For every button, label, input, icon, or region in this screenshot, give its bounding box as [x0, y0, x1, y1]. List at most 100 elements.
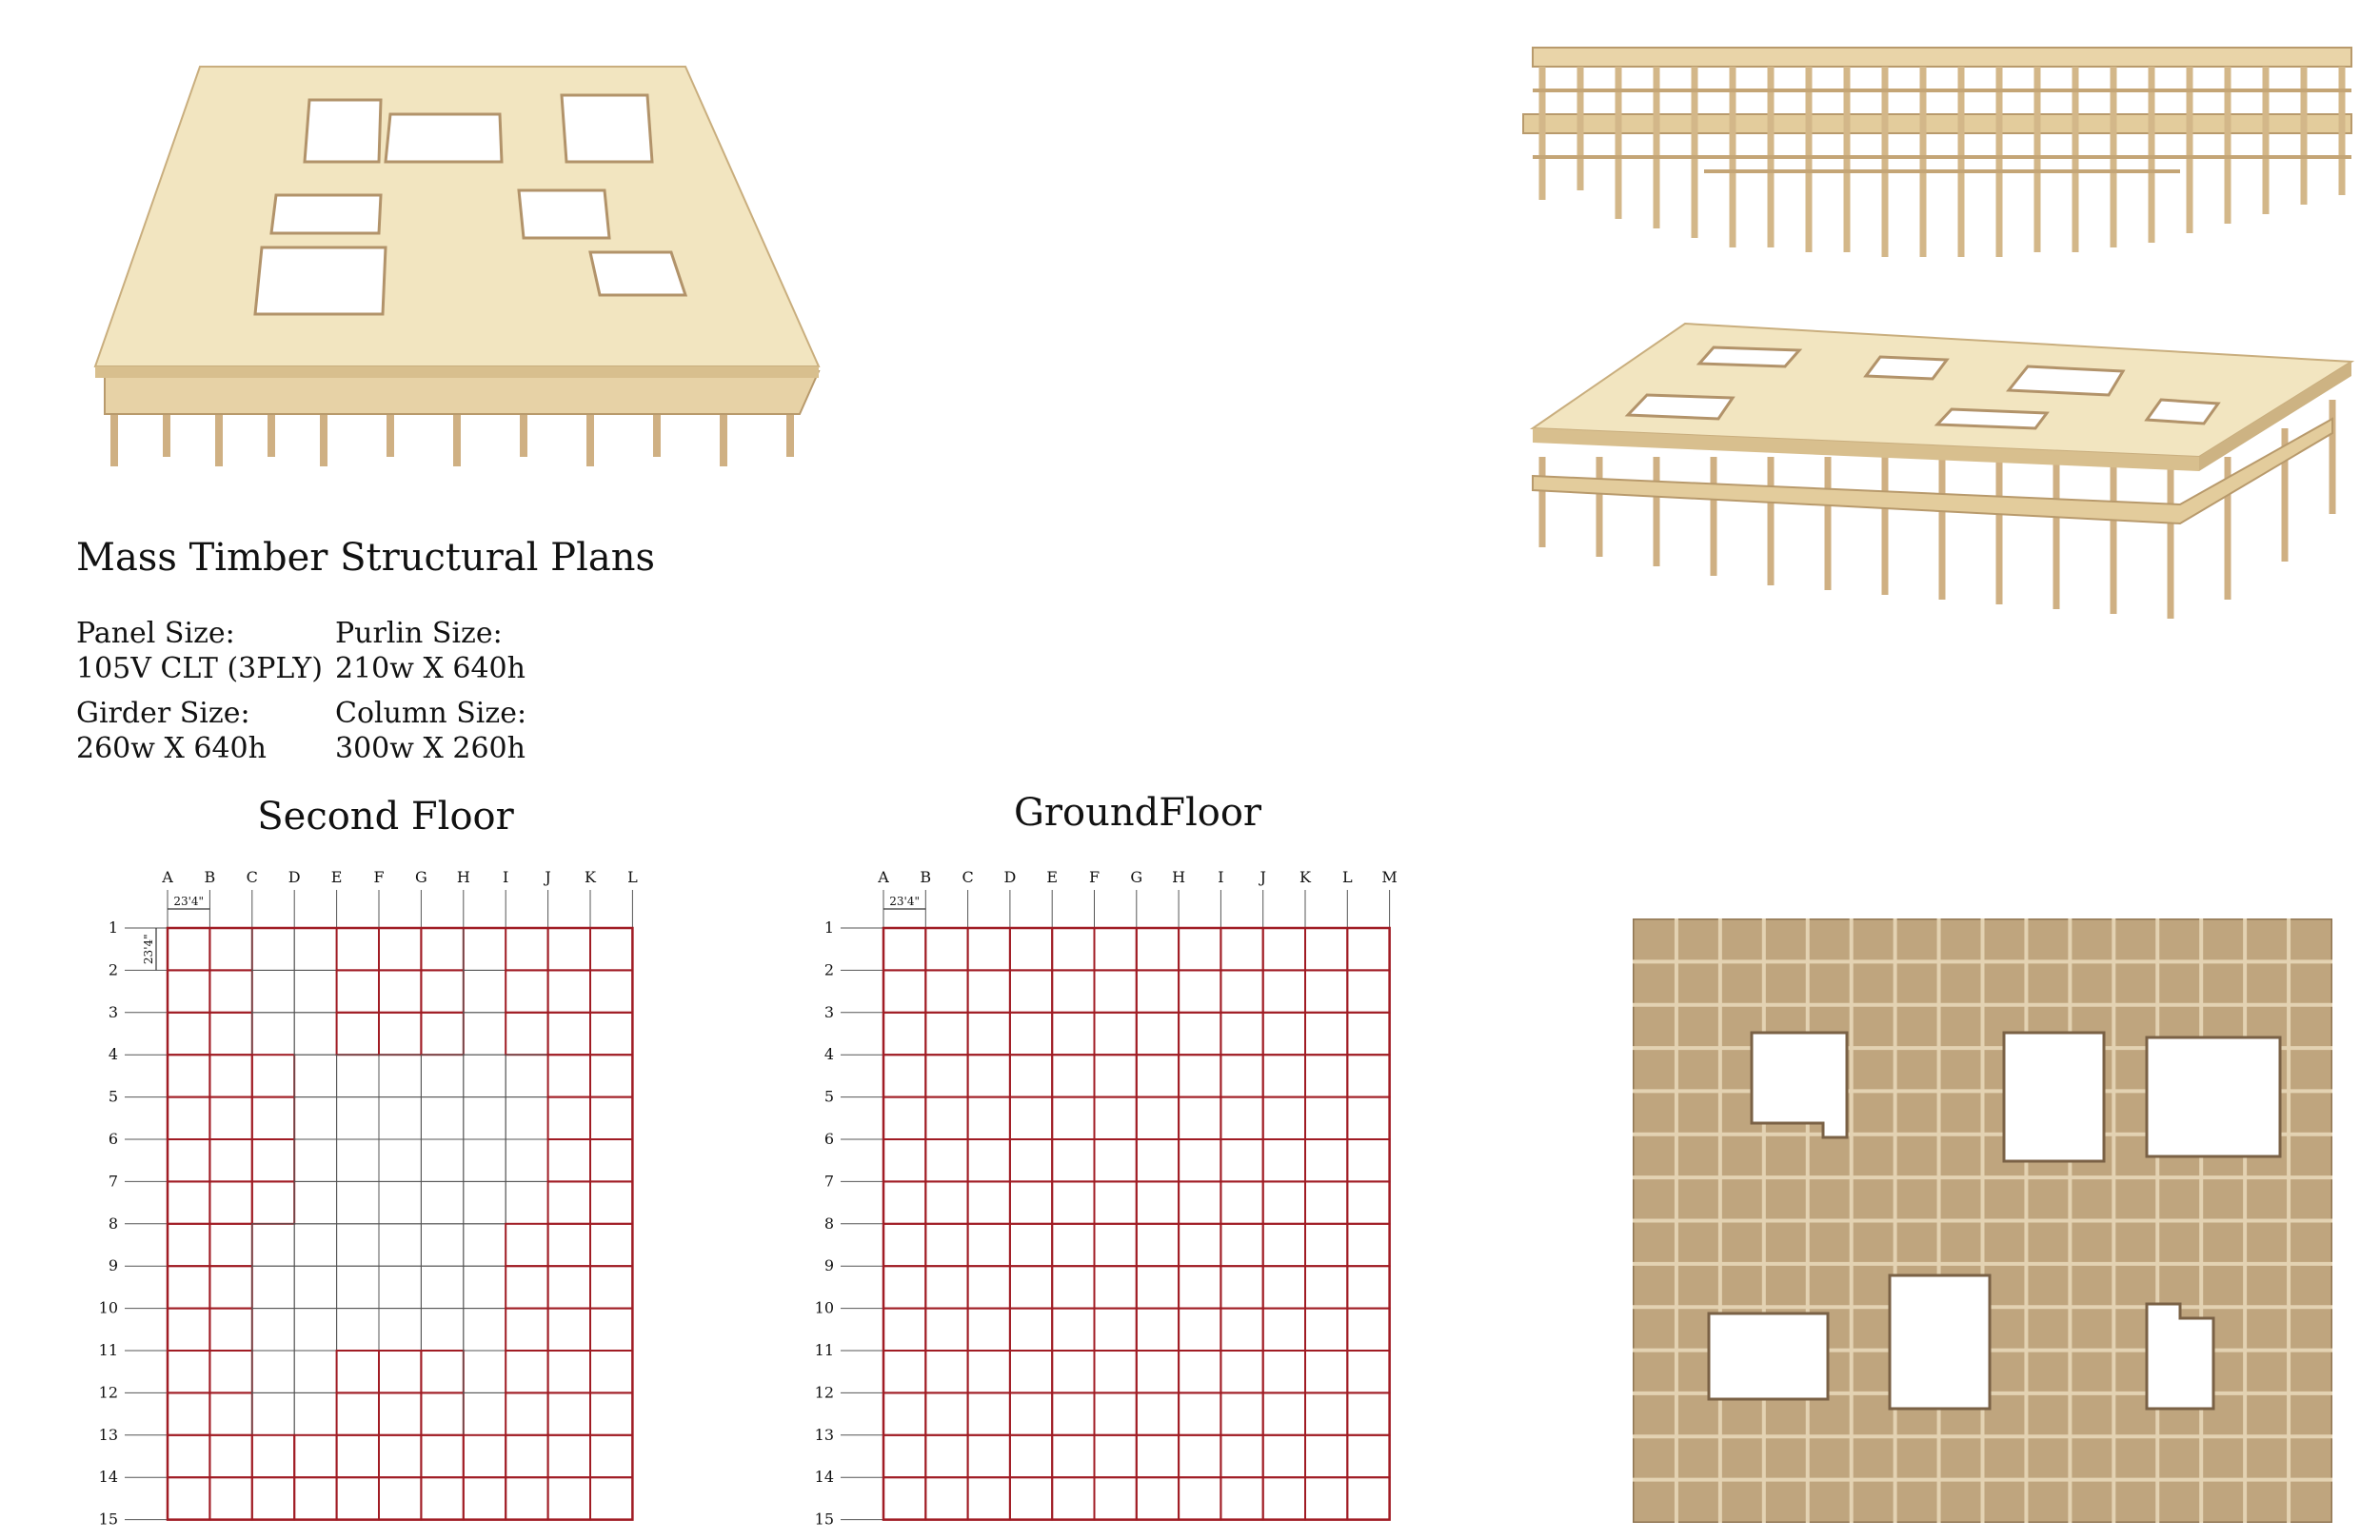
ground-floor-structural-bay — [1135, 1307, 1180, 1352]
second-floor-void-cell — [336, 1138, 380, 1182]
ground-floor-row-label: 3 — [824, 1003, 834, 1021]
ground-floor-structural-bay — [1051, 927, 1096, 972]
ground-floor-structural-bay — [1008, 1096, 1054, 1140]
ground-floor-structural-bay — [966, 1138, 1011, 1183]
second-floor-structural-bay — [293, 1476, 338, 1521]
second-floor-void-cell — [336, 1096, 380, 1140]
ground-floor-structural-bay — [924, 1433, 969, 1479]
second-floor-column-label: F — [373, 868, 384, 886]
ground-floor-row-label: 15 — [815, 1510, 834, 1529]
ground-floor-structural-bay — [1261, 1054, 1306, 1098]
second-floor-structural-bay — [546, 1138, 591, 1183]
second-floor-void-cell — [463, 1223, 506, 1267]
second-floor-structural-bay — [378, 969, 423, 1014]
ground-floor-structural-bay — [1346, 927, 1391, 972]
second-floor-structural-bay — [589, 1138, 634, 1183]
second-floor-structural-bay — [505, 1433, 549, 1479]
second-floor-row-label: 1 — [109, 918, 118, 937]
ground-floor-structural-bay — [1178, 1265, 1222, 1310]
ground-floor-structural-bay — [966, 1096, 1011, 1140]
ground-floor-structural-bay — [1346, 1222, 1391, 1268]
ground-floor-structural-bay — [1008, 927, 1054, 972]
ground-floor-structural-bay — [1220, 1096, 1264, 1140]
ground-floor-structural-bay — [883, 1222, 927, 1268]
second-floor-row-label: 10 — [99, 1299, 118, 1317]
ground-floor-structural-bay — [1304, 1392, 1349, 1436]
second-floor-structural-bay — [546, 1011, 591, 1056]
second-floor-row-label: 2 — [109, 960, 118, 978]
ground-floor-structural-bay — [1346, 1350, 1391, 1394]
ground-floor-structural-bay — [1178, 969, 1222, 1014]
ground-floor-structural-bay — [1135, 1433, 1180, 1479]
second-floor-structural-bay — [167, 1476, 211, 1521]
second-floor-structural-bay — [335, 1433, 381, 1479]
ground-floor-structural-bay — [1261, 1476, 1306, 1521]
second-floor-structural-bay — [167, 1433, 211, 1479]
ground-floor-structural-bay — [1051, 1350, 1096, 1394]
ground-floor-structural-bay — [1008, 969, 1054, 1014]
second-floor-structural-bay — [378, 1433, 423, 1479]
second-floor-structural-bay — [208, 1265, 253, 1310]
second-floor-structural-bay — [420, 1350, 465, 1394]
ground-floor-structural-bay — [1261, 1265, 1306, 1310]
second-floor-structural-bay — [505, 1307, 549, 1352]
second-floor-void-cell — [251, 1265, 295, 1310]
ground-floor-structural-bay — [966, 1265, 1011, 1310]
second-floor-structural-bay — [208, 1011, 253, 1056]
second-floor-structural-bay — [250, 1096, 296, 1140]
ground-floor-outline — [882, 926, 1391, 1521]
ground-floor-structural-bay — [1261, 1138, 1306, 1183]
second-floor-structural-bay — [546, 927, 591, 972]
second-floor-structural-bay — [589, 1433, 634, 1479]
second-floor-column-label: H — [457, 868, 470, 886]
ground-floor-structural-bay — [883, 1011, 927, 1056]
second-floor-void-cell — [293, 969, 338, 1014]
ground-floor-structural-bay — [1261, 1433, 1306, 1479]
second-floor-row-label: 13 — [99, 1426, 118, 1444]
second-floor-void-cell — [378, 1265, 422, 1310]
second-floor-structural-bay — [546, 1433, 591, 1479]
ground-floor-structural-bay — [1346, 1476, 1391, 1521]
ground-floor-structural-bay — [1093, 1054, 1138, 1098]
second-floor-void-cell — [293, 1180, 338, 1225]
second-floor-void-cell — [463, 1138, 506, 1182]
ground-floor-structural-bay — [1346, 1096, 1391, 1140]
ground-floor-structural-bay — [1178, 1054, 1222, 1098]
second-floor-structural-bay — [335, 1392, 381, 1436]
ground-floor-structural-bay — [883, 1350, 927, 1394]
ground-floor-structural-bay — [924, 1096, 969, 1140]
second-floor-void-cell — [463, 1350, 506, 1393]
second-floor-structural-bay — [589, 1011, 634, 1056]
ground-floor-structural-bay — [1008, 1476, 1054, 1521]
second-floor-void-cell — [463, 969, 506, 1014]
second-floor-structural-bay — [167, 1392, 211, 1436]
ground-floor-structural-bay — [924, 969, 969, 1014]
second-floor-structural-bay — [589, 1350, 634, 1394]
ground-floor-structural-bay — [1261, 927, 1306, 972]
ground-floor-structural-bay — [1051, 1222, 1096, 1268]
ground-floor-structural-bay — [1008, 1180, 1054, 1225]
ground-floor-structural-bay — [1261, 1350, 1306, 1394]
second-floor-row-label: 7 — [109, 1172, 118, 1190]
second-floor-void-cell — [505, 1180, 549, 1225]
ground-floor-structural-bay — [924, 1350, 969, 1394]
girder-size-value: 260w X 640h — [76, 732, 267, 765]
ground-floor-structural-bay — [1178, 1307, 1222, 1352]
ground-floor-structural-bay — [1135, 1096, 1180, 1140]
ground-floor-structural-bay — [1220, 927, 1264, 972]
second-floor-structural-bay — [167, 1222, 211, 1268]
second-floor-structural-bay — [589, 969, 634, 1014]
ground-floor-row-label: 7 — [824, 1172, 834, 1190]
ground-floor-structural-bay — [1135, 1222, 1180, 1268]
ground-floor-structural-bay — [1304, 1222, 1349, 1268]
second-floor-structural-bay — [250, 1180, 296, 1225]
second-floor-void-cell — [420, 1180, 465, 1225]
second-floor-void-cell — [251, 1012, 295, 1056]
second-floor-structural-bay — [208, 1096, 253, 1140]
second-floor-void-cell — [420, 1265, 465, 1310]
ground-floor-structural-bay — [1346, 1054, 1391, 1098]
second-floor-structural-bay — [208, 1392, 253, 1436]
ground-floor-structural-bay — [1304, 1096, 1349, 1140]
ground-floor-structural-bay — [1304, 1433, 1349, 1479]
